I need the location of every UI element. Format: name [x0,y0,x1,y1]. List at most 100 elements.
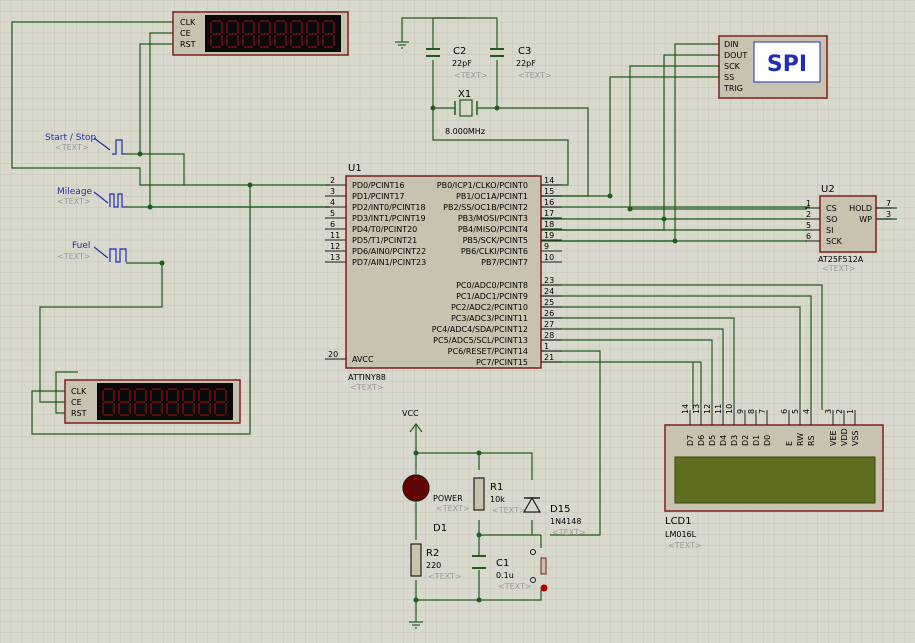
r2-ref: R2 [426,548,439,559]
u1-left-pin-num-11: 11 [330,231,340,240]
lcd-placeholder: <TEXT> [668,541,702,550]
u1-right-pin-name-18: PB4/MISO/PCINT4 [458,225,528,234]
spi-pin-dout: DOUT [724,51,747,60]
lcd-pin-num-6: 6 [780,409,789,414]
seven-seg-digit [306,20,319,48]
c3-value: 22pF [516,59,536,68]
r2-placeholder: <TEXT> [428,572,462,581]
lcd-pin-num-14: 14 [681,404,690,414]
lcd-pin-d5: D5 [708,435,717,446]
u1-right-pin-name-23: PC0/ADC0/PCINT8 [456,281,528,290]
reset-button[interactable] [530,549,548,592]
capacitor-c1[interactable]: C1 0.1u <TEXT> [472,555,532,591]
u1-right-pin-name-27: PC4/ADC4/SDA/PCINT12 [432,325,528,334]
spi-pin-din: DIN [724,40,739,49]
u1-right-pin-num-18: 18 [544,220,554,229]
clock-display-top-pin-ce: CE [180,29,191,38]
u1-left-pin-name-11: PD5/T1/PCINT21 [352,236,417,245]
clock-display-top[interactable]: CLK CE RST [172,11,349,56]
resistor-r1[interactable]: R1 10k <TEXT> [473,477,526,515]
u1-right-pin-name-16: PB2/SS/OC1B/PCINT2 [443,203,528,212]
seven-seg-digit [166,388,179,416]
seven-seg-digit [274,20,287,48]
u1-left-pin-name-2: PD0/PCINT16 [352,181,405,190]
clock-display-bottom-digits [102,388,227,416]
lcd-pin-num-11: 11 [714,404,723,414]
pulse-icon [93,137,126,155]
u1-right-pin-name-19: PB5/SCK/PCINT5 [463,236,528,245]
generator-start-stop-label: Start / Stop [45,133,96,143]
u2-pin-hold: HOLD [849,204,872,213]
lcd-pin-rs: RS [807,435,816,446]
lcd-part: LM016L [665,530,697,539]
u1-left-pin-num-5: 5 [330,209,335,218]
u2-pin-sck: SCK [826,237,843,246]
generator-fuel[interactable]: Fuel <TEXT> [57,241,127,263]
lcd-pin-d4: D4 [719,435,728,446]
lcd-pin-num-9: 9 [736,409,745,414]
crystal-x1[interactable]: X1 8.000MHz [445,89,485,136]
wires [11,17,897,622]
diode-d15[interactable]: D15 1N4148 <TEXT> [522,496,586,537]
r1-placeholder: <TEXT> [492,506,526,515]
lcd-module[interactable]: LCD1 LM016L <TEXT> 14D713D612D511D410D39… [664,404,884,550]
seven-seg-digit [226,20,239,48]
d15-value: 1N4148 [550,517,581,526]
spi-title: SPI [767,52,807,77]
junctions [137,105,678,603]
pulse-train-icon [93,246,127,263]
capacitor-c2[interactable]: C2 22pF <TEXT> [426,46,488,80]
seven-seg-digit [322,20,335,48]
capacitor-c3[interactable]: C3 22pF <TEXT> [490,46,552,80]
u2-pin-num-3: 3 [886,210,891,219]
u2-eeprom[interactable]: U2 AT25F512A <TEXT> 1CS2SO5SI6SCK7HOLD3W… [805,184,892,273]
u1-right-pin-name-24: PC1/ADC1/PCINT9 [456,292,528,301]
lcd-pin-num-12: 12 [703,404,712,414]
u1-right-pin-name-15: PB1/OC1A/PCINT1 [456,192,528,201]
u1-right-pin-name-17: PB3/MOSI/PCINT3 [458,214,528,223]
lcd-pin-num-1: 1 [846,409,855,414]
clock-display-bottom-pin-ce: CE [71,398,82,407]
u1-microcontroller[interactable]: U1 ATTINY88 <TEXT> 2PD0/PCINT163PD1/PCIN… [325,163,562,392]
lcd-pin-num-4: 4 [802,409,811,414]
spi-pin-trig: TRIG [723,84,743,93]
u2-pin-num-1: 1 [806,199,811,208]
u2-pin-num-6: 6 [806,232,811,241]
seven-seg-digit [198,388,211,416]
resistor-r2[interactable]: R2 220 <TEXT> [410,543,462,581]
button-knob-icon [540,584,548,592]
r2-value: 220 [426,561,441,570]
u1-right-pin-num-19: 19 [544,231,554,240]
u1-avcc-name: AVCC [352,355,374,364]
u1-pins: 2PD0/PCINT163PD1/PCINT174PD2/INT0/PCINT1… [325,176,562,367]
d1-placeholder: <TEXT> [436,504,470,513]
d1-ref: D1 [433,523,447,534]
spi-pin-sck: SCK [724,62,741,71]
lcd-pin-d3: D3 [730,435,739,446]
lcd-pin-d2: D2 [741,435,750,446]
u1-left-pin-name-4: PD2/INT0/PCINT18 [352,203,426,212]
d1-value: POWER [433,494,463,503]
u1-right-pin-num-15: 15 [544,187,554,196]
u2-part: AT25F512A [818,255,864,264]
u1-left-pin-num-2: 2 [330,176,335,185]
spi-badge [753,41,821,83]
u1-right-pin-name-21: PC7/PCINT15 [476,358,528,367]
u1-left-pin-name-5: PD3/INT1/PCINT19 [352,214,426,223]
u1-right-pin-num-25: 25 [544,298,554,307]
seven-seg-digit [118,388,131,416]
lcd-screen [674,456,876,504]
u1-placeholder: <TEXT> [350,383,384,392]
seven-seg-digit [290,20,303,48]
generator-start-stop[interactable]: Start / Stop <TEXT> [45,133,126,155]
u1-right-pin-name-1: PC6/RESET/PCINT14 [448,347,528,356]
generator-mileage[interactable]: Mileage <TEXT> [57,187,126,208]
u1-left-pin-num-4: 4 [330,198,335,207]
u1-left-pin-num-13: 13 [330,253,340,262]
led-d1[interactable]: POWER <TEXT> D1 [402,470,470,534]
seven-seg-digit [102,388,115,416]
clock-display-bottom[interactable]: CLK CE RST [64,379,241,424]
generator-mileage-label: Mileage [57,187,93,197]
